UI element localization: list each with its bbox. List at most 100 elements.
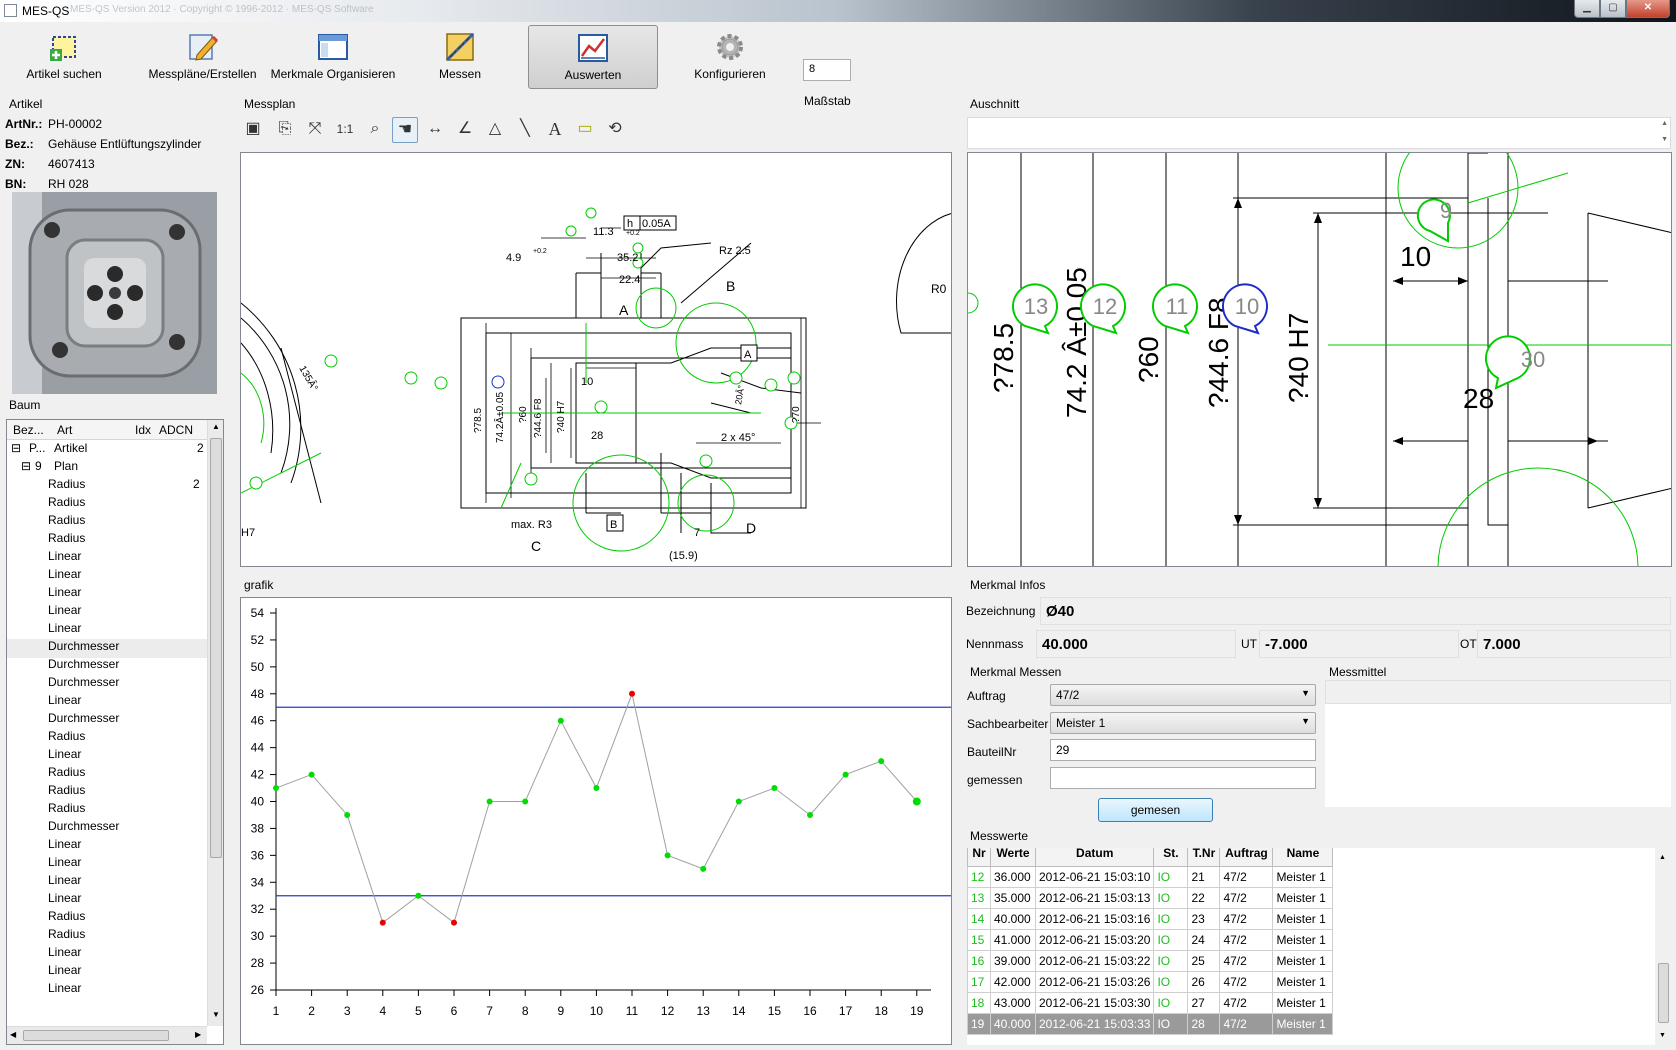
- artikel-suchen-button[interactable]: Artikel suchen: [20, 25, 108, 89]
- tree-vertical-scrollbar[interactable]: ▲ ▼: [207, 420, 223, 1026]
- sachbearbeiter-select[interactable]: Meister 1▼: [1050, 712, 1316, 734]
- save-icon[interactable]: ▣: [245, 120, 261, 137]
- tree-col-idx[interactable]: Idx: [135, 423, 152, 437]
- konfigurieren-button[interactable]: Konfigurieren: [680, 25, 780, 89]
- line-icon[interactable]: ╲: [520, 120, 530, 137]
- tree-item[interactable]: Radius: [7, 495, 207, 514]
- tree-horizontal-scrollbar[interactable]: ◀ ▶: [7, 1026, 207, 1044]
- rectangle-icon[interactable]: ▭: [577, 120, 593, 137]
- tree-item[interactable]: Linear: [7, 693, 207, 712]
- col-tnr[interactable]: T.Nr: [1187, 848, 1221, 867]
- expander-icon[interactable]: ⊟: [21, 459, 32, 473]
- tree-item[interactable]: Linear: [7, 603, 207, 622]
- messmittel-field[interactable]: [1325, 680, 1671, 704]
- col-auftrag[interactable]: Auftrag: [1219, 848, 1274, 867]
- tree-item[interactable]: Linear: [7, 981, 207, 1000]
- scroll-left-icon[interactable]: ◀: [10, 1030, 17, 1039]
- tree-view[interactable]: Bez... Art Idx ADCN ⊟ P... Artikel 2 ⊟ 9…: [6, 419, 224, 1045]
- tree-item[interactable]: Radius: [7, 909, 207, 928]
- tree-item[interactable]: Radius: [7, 531, 207, 550]
- messwerte-scrollbar[interactable]: ▲ ▼: [1655, 848, 1672, 1045]
- x-tick-label: 19: [910, 1004, 924, 1018]
- col-nr[interactable]: Nr: [967, 848, 991, 867]
- col-name[interactable]: Name: [1272, 848, 1334, 867]
- tree-item[interactable]: Radius: [7, 783, 207, 802]
- auftrag-select[interactable]: 47/2▼: [1050, 684, 1316, 706]
- zoom-window-icon[interactable]: ⌕: [370, 120, 380, 137]
- messplaene-erstellen-button[interactable]: Messpläne/Erstellen: [140, 25, 265, 89]
- angle-icon[interactable]: ∠: [457, 120, 473, 137]
- tree-item[interactable]: Radius: [7, 513, 207, 532]
- maximize-button[interactable]: ▢: [1600, 0, 1626, 18]
- balloon-icon[interactable]: ⟲: [608, 120, 622, 137]
- tree-item[interactable]: Linear: [7, 747, 207, 766]
- tree-item[interactable]: Radius: [7, 801, 207, 820]
- tree-item[interactable]: Linear: [7, 585, 207, 604]
- tree-item[interactable]: Linear: [7, 855, 207, 874]
- tree-col-art[interactable]: Art: [57, 423, 73, 437]
- triangle-icon[interactable]: △: [488, 120, 502, 137]
- technical-drawing[interactable]: 135Â° H7 R0: [240, 152, 952, 567]
- scroll-down-icon[interactable]: ▼: [1661, 136, 1668, 143]
- col-datum[interactable]: Datum: [1034, 848, 1155, 867]
- tree-item[interactable]: Durchmesser: [7, 711, 207, 730]
- tree-item[interactable]: Durchmesser: [7, 819, 207, 838]
- minimize-button[interactable]: ▁: [1574, 0, 1600, 18]
- tree-item[interactable]: Linear: [7, 567, 207, 586]
- scroll-right-icon[interactable]: ▶: [195, 1030, 202, 1039]
- gemessen-input[interactable]: [1050, 767, 1316, 789]
- tree-item[interactable]: Radius: [7, 765, 207, 784]
- tree-item[interactable]: Linear: [7, 837, 207, 856]
- tree-item[interactable]: Linear: [7, 891, 207, 910]
- close-button[interactable]: ✕: [1626, 0, 1670, 18]
- zoom-page-icon[interactable]: ⎘: [278, 120, 292, 137]
- tree-row-artikel[interactable]: ⊟ P... Artikel 2: [11, 441, 207, 460]
- tree-item[interactable]: Radius: [7, 927, 207, 946]
- tree-item[interactable]: Linear: [7, 873, 207, 892]
- messwerte-scroll-thumb[interactable]: [1658, 963, 1669, 1023]
- scroll-up-icon[interactable]: ▲: [212, 422, 220, 431]
- tree-item[interactable]: Linear: [7, 549, 207, 568]
- tree-item[interactable]: Durchmesser: [7, 639, 207, 658]
- hand-pan-icon[interactable]: ☚: [392, 117, 418, 143]
- tree-vscroll-thumb[interactable]: [210, 438, 222, 858]
- tree-item[interactable]: Linear: [7, 963, 207, 982]
- auswerten-button[interactable]: Auswerten: [528, 25, 658, 89]
- fit-icon[interactable]: ⤧: [308, 120, 322, 137]
- scroll-down-icon[interactable]: ▼: [1659, 1032, 1666, 1039]
- col-werte[interactable]: Werte: [990, 848, 1036, 867]
- tree-col-bez[interactable]: Bez...: [13, 423, 44, 437]
- tree-item[interactable]: Durchmesser: [7, 657, 207, 676]
- tree-item[interactable]: Radius: [7, 729, 207, 748]
- tree-item[interactable]: Linear: [7, 945, 207, 964]
- bauteilnr-input[interactable]: 29: [1050, 739, 1316, 761]
- tree-item[interactable]: Linear: [7, 621, 207, 640]
- zoom-1to1-icon[interactable]: 1:1: [336, 122, 354, 136]
- text-icon[interactable]: A: [548, 119, 562, 139]
- scroll-up-icon[interactable]: ▲: [1661, 120, 1668, 127]
- gemessen-button[interactable]: gemesen: [1098, 798, 1213, 822]
- expander-icon[interactable]: ⊟: [11, 441, 22, 455]
- messmittel-list[interactable]: [1325, 704, 1671, 807]
- merkmale-organisieren-button[interactable]: Merkmale Organisieren: [268, 25, 398, 89]
- messen-button[interactable]: Messen: [420, 25, 500, 89]
- tree-hscroll-thumb[interactable]: [23, 1030, 169, 1041]
- scroll-up-icon[interactable]: ▲: [1659, 854, 1666, 861]
- tree-item[interactable]: Durchmesser: [7, 675, 207, 694]
- dimension-icon[interactable]: ↔: [427, 120, 443, 137]
- tree-row-plan[interactable]: ⊟ 9 Plan: [21, 459, 207, 478]
- auschnitt-view[interactable]: 10 28 ?78.5 74.2 Â±0.05 ?60 ?44.6 F8 ?40…: [967, 152, 1672, 567]
- tree-col-adcn[interactable]: ADCN: [159, 423, 194, 437]
- col-st[interactable]: St.: [1153, 848, 1189, 867]
- scroll-down-icon[interactable]: ▼: [212, 1010, 220, 1019]
- scale-input[interactable]: 8: [803, 59, 851, 81]
